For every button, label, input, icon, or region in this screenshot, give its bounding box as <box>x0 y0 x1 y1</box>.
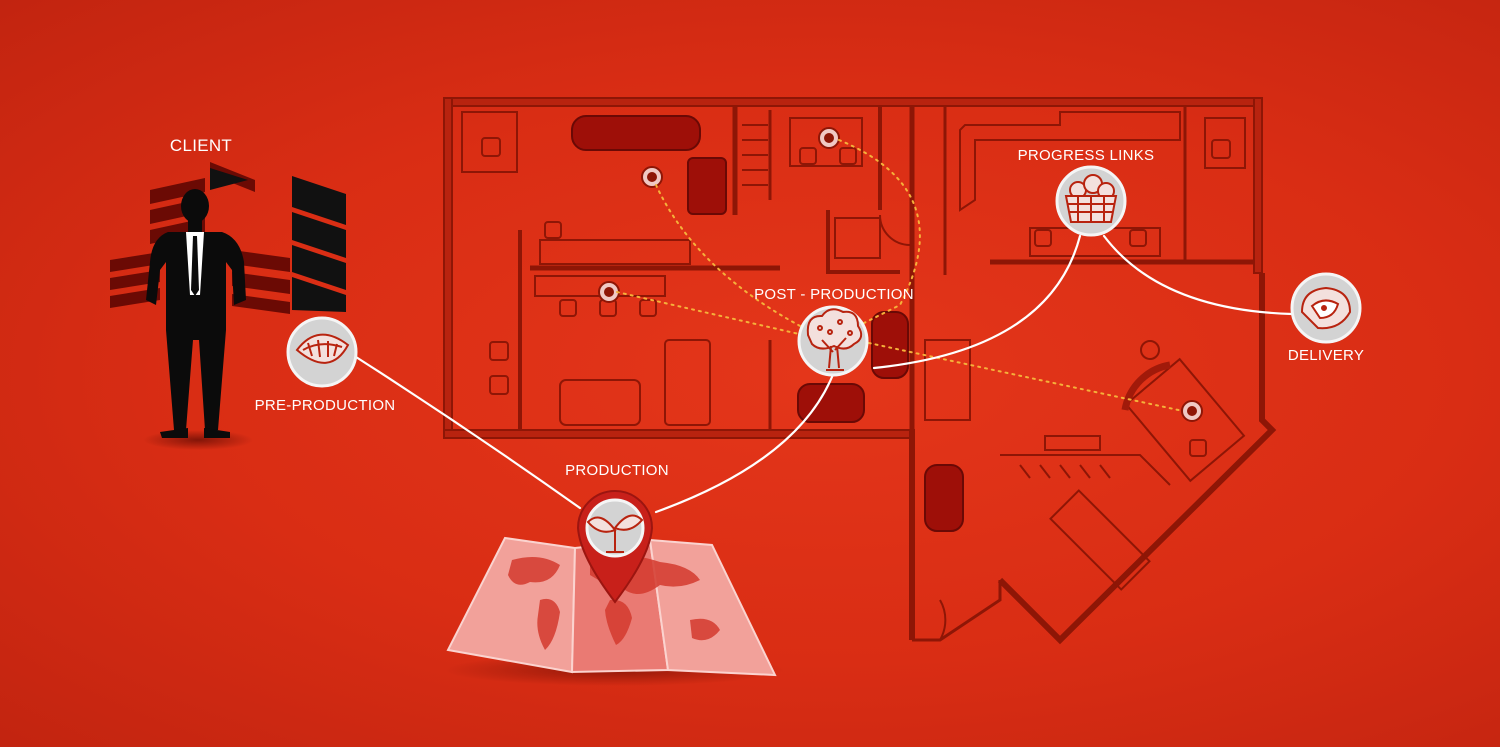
delivery-label: DELIVERY <box>1287 347 1365 364</box>
furniture-shelf <box>1044 435 1101 451</box>
furniture-chair <box>839 147 857 165</box>
wall-left <box>443 97 453 439</box>
furniture-chair <box>559 299 577 317</box>
dotted-link <box>655 184 829 341</box>
sprout-icon <box>586 514 644 553</box>
furniture-armchair <box>797 383 865 423</box>
connector-post-to-progress <box>872 234 1082 370</box>
door-swing <box>879 214 911 246</box>
furniture-bath <box>834 217 881 259</box>
wall-interior <box>826 210 900 274</box>
wall-right <box>1253 97 1263 274</box>
client-illustration <box>110 162 346 450</box>
seed-icon <box>295 333 350 364</box>
plan-marker <box>641 166 663 188</box>
tree-icon <box>806 308 863 371</box>
furniture-chair <box>489 375 509 395</box>
wall-bottom-right <box>912 580 1002 642</box>
production-map <box>445 490 785 686</box>
furniture-desk <box>789 117 863 167</box>
furniture-chair <box>639 299 657 317</box>
wall-lower-right <box>997 273 1277 645</box>
furniture-chair <box>489 341 509 361</box>
pre-production-label: PRE-PRODUCTION <box>254 397 396 414</box>
furniture-chair <box>1034 229 1052 247</box>
floor-plan <box>443 97 1277 645</box>
wall-top <box>443 97 1263 107</box>
furniture-stool <box>1140 340 1160 360</box>
dotted-link <box>854 339 1184 412</box>
furniture-table <box>664 339 711 426</box>
progress-links-label: PROGRESS LINKS <box>1017 147 1155 164</box>
fruit-basket-icon <box>1064 174 1118 223</box>
furniture-table <box>559 379 641 426</box>
sliced-fruit-icon <box>1300 286 1352 330</box>
production-label: PRODUCTION <box>565 462 669 479</box>
businessman-icon <box>146 189 246 438</box>
connector-pre-to-production <box>354 355 582 510</box>
furniture-desk <box>1204 117 1246 169</box>
furniture-armchair <box>871 311 909 379</box>
furniture-chair <box>544 221 562 239</box>
connector-progress-to-delivery <box>1102 234 1294 316</box>
furniture-counter <box>539 239 691 265</box>
wall-bottom <box>443 429 915 439</box>
furniture-chair <box>1129 229 1147 247</box>
furniture-curved-sofa <box>1121 361 1171 411</box>
furniture-desk <box>461 111 518 173</box>
floor-plan-dark-furniture <box>571 115 964 532</box>
furniture-chair <box>481 137 501 157</box>
furniture-bed <box>1049 489 1151 591</box>
wall-partition <box>1000 454 1171 486</box>
plan-marker <box>1181 400 1203 422</box>
shirt-icon <box>186 232 204 296</box>
connectors <box>354 234 1294 514</box>
dotted-link <box>616 291 826 341</box>
furniture-sofa <box>571 115 701 151</box>
furniture-kitchen <box>959 111 1181 212</box>
furniture-desk <box>1124 357 1246 483</box>
post-production-label: POST - PRODUCTION <box>754 286 914 303</box>
delivery-node[interactable] <box>1290 272 1362 344</box>
dotted-links <box>616 139 1184 412</box>
plan-marker <box>598 281 620 303</box>
furniture-chair <box>799 147 817 165</box>
furniture-chair <box>1211 139 1231 159</box>
furniture-chair <box>1189 439 1207 457</box>
furniture-shelving <box>1019 464 1111 479</box>
furniture-table <box>687 157 727 215</box>
post-production-node[interactable] <box>797 305 869 377</box>
plan-markers <box>598 127 1203 422</box>
connector-production-to-post <box>654 370 836 514</box>
dotted-link <box>838 139 921 331</box>
progress-links-node[interactable] <box>1055 165 1127 237</box>
furniture-sofa <box>924 339 971 421</box>
building-icon <box>210 168 346 312</box>
furniture-armchair <box>924 464 964 532</box>
client-label: CLIENT <box>169 136 233 155</box>
building-icon <box>110 162 290 314</box>
production-pin[interactable] <box>576 490 654 604</box>
furniture-shelving <box>742 124 768 186</box>
door-swing <box>939 599 947 641</box>
pre-production-node[interactable] <box>286 316 358 388</box>
plan-marker <box>818 127 840 149</box>
